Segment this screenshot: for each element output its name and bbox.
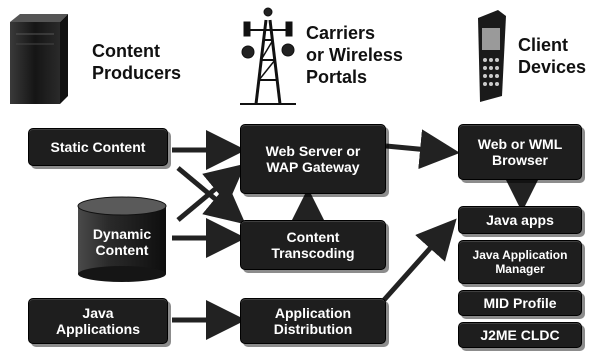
- arrows: [172, 129, 542, 340]
- arrow-cross-up: [176, 163, 246, 222]
- node-web-server: Web Server or WAP Gateway: [240, 124, 386, 194]
- node-static-content: Static Content: [28, 128, 168, 166]
- arrow-webserver-to-browser: [385, 129, 460, 170]
- mobile-phone-icon: [478, 10, 506, 102]
- arrow-distribution-to-javaapps: [382, 218, 457, 302]
- node-java-applications: Java Applications: [28, 298, 168, 344]
- header-carriers: Carriers or Wireless Portals: [306, 23, 403, 87]
- node-java-app-manager: Java Application Manager: [458, 240, 582, 284]
- header-client-devices: Client Devices: [518, 35, 587, 77]
- node-content-transcoding: Content Transcoding: [240, 220, 386, 270]
- node-mid-profile: MID Profile: [458, 290, 582, 316]
- node-application-distribution: Application Distribution: [240, 298, 386, 344]
- node-web-browser: Web or WML Browser: [458, 124, 582, 180]
- server-tower-icon: [10, 14, 68, 104]
- node-java-apps: Java apps: [458, 206, 582, 234]
- cell-tower-icon: [240, 7, 296, 105]
- header-content-producers: Content Producers: [92, 41, 182, 83]
- node-j2me-cldc: J2ME CLDC: [458, 322, 582, 348]
- node-dynamic-content: Dynamic Content: [92, 226, 152, 258]
- database-cylinder-icon: [77, 196, 167, 282]
